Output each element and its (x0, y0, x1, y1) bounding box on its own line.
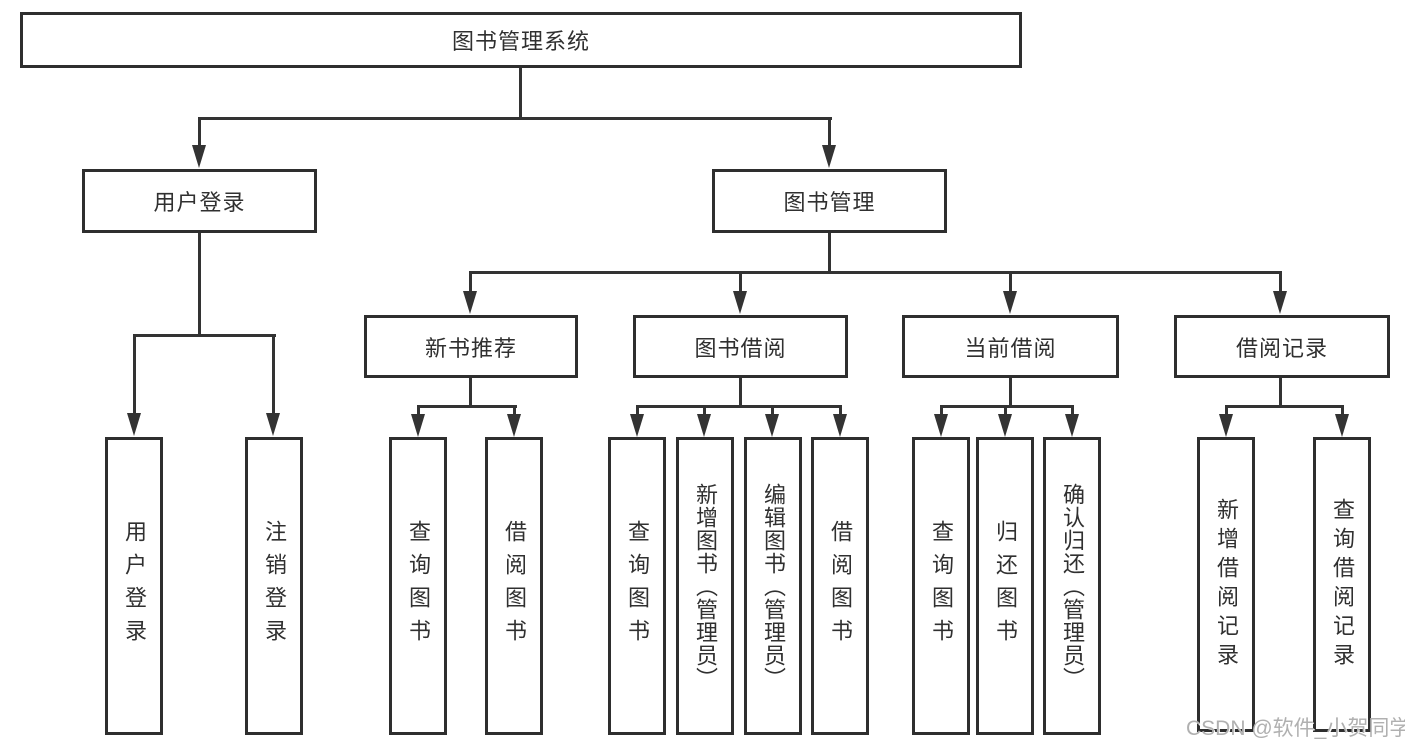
leaf-logout: 注销登录 (245, 437, 303, 735)
connector-to-recommend-query (417, 405, 420, 415)
connector-to-borrow-books (839, 405, 842, 415)
arrowhead-to-add-record-icon (1219, 414, 1233, 437)
connector-borrow-records-branch (1225, 405, 1344, 408)
connector-root-stem (519, 68, 522, 118)
leaf-user-login-label: 用户登录 (122, 520, 147, 652)
connector-to-current-query (940, 405, 943, 415)
connector-current-borrow-stem (1009, 378, 1012, 408)
connector-new-book-recommend-branch (417, 405, 517, 408)
connector-user-login-stem (198, 233, 201, 336)
leaf-query-borrow-record: 查询借阅记录 (1313, 437, 1371, 732)
connector-to-leaf-user-login (133, 334, 136, 414)
connector-to-edit-books (771, 405, 774, 415)
connector-book-borrow-stem (739, 378, 742, 408)
connector-to-query-record (1341, 405, 1344, 415)
connector-to-user-login (198, 117, 201, 146)
connector-book-management-branch (469, 271, 1282, 274)
arrowhead-to-recommend-query-icon (411, 414, 425, 437)
node-current-borrow-label: 当前借阅 (964, 335, 1057, 361)
connector-to-current-borrow (1009, 271, 1012, 292)
csdn-watermark: CSDN @软件_小贺同学 (1186, 717, 1405, 740)
leaf-current-query-books-label: 查询图书 (929, 520, 954, 652)
arrowhead-to-return-books-icon (998, 414, 1012, 437)
leaf-recommend-query-books: 查询图书 (389, 437, 447, 735)
arrowhead-to-borrow-records-icon (1273, 291, 1287, 314)
leaf-logout-label: 注销登录 (262, 520, 287, 652)
connector-to-add-record (1225, 405, 1228, 415)
leaf-user-login: 用户登录 (105, 437, 163, 735)
connector-to-return-books (1004, 405, 1007, 415)
leaf-recommend-borrow-books-label: 借阅图书 (502, 520, 527, 652)
node-borrow-records: 借阅记录 (1174, 315, 1390, 378)
node-new-book-recommend-label: 新书推荐 (424, 335, 517, 361)
node-borrow-records-label: 借阅记录 (1235, 335, 1328, 361)
leaf-add-borrow-record-label: 新增借阅记录 (1214, 497, 1239, 672)
leaf-return-books-label: 归还图书 (993, 520, 1018, 652)
connector-to-book-management (828, 117, 831, 146)
node-root-label: 图书管理系统 (451, 29, 590, 54)
connector-to-new-book-recommend (469, 271, 472, 292)
connector-to-add-books (703, 405, 706, 415)
leaf-confirm-return-admin: 确认归还（管理员） (1043, 437, 1101, 735)
leaf-edit-books-admin-label: 编辑图书（管理员） (761, 482, 786, 690)
connector-to-leaf-logout (272, 334, 275, 414)
arrowhead-to-user-login-icon (192, 145, 206, 168)
leaf-add-books-admin: 新增图书（管理员） (676, 437, 734, 735)
arrowhead-to-confirm-return-icon (1065, 414, 1079, 437)
arrowhead-to-add-books-icon (697, 414, 711, 437)
node-root: 图书管理系统 (20, 12, 1022, 68)
arrowhead-to-current-borrow-icon (1003, 291, 1017, 314)
leaf-borrow-books: 借阅图书 (811, 437, 869, 735)
arrowhead-to-book-management-icon (822, 145, 836, 168)
connector-to-book-borrow (739, 271, 742, 292)
connector-user-login-branch (133, 334, 276, 337)
leaf-borrow-query-books-label: 查询图书 (625, 520, 650, 652)
node-book-borrow: 图书借阅 (633, 315, 848, 378)
leaf-borrow-query-books: 查询图书 (608, 437, 666, 735)
leaf-current-query-books: 查询图书 (912, 437, 970, 735)
connector-to-confirm-return (1071, 405, 1074, 415)
connector-book-borrow-branch (636, 405, 842, 408)
leaf-add-borrow-record: 新增借阅记录 (1197, 437, 1255, 732)
arrowhead-to-book-borrow-icon (733, 291, 747, 314)
leaf-add-books-admin-label: 新增图书（管理员） (693, 482, 718, 690)
connector-root-branch (198, 117, 832, 120)
connector-to-borrow-records (1279, 271, 1282, 292)
leaf-return-books: 归还图书 (976, 437, 1034, 735)
connector-borrow-records-stem (1279, 378, 1282, 408)
leaf-query-borrow-record-label: 查询借阅记录 (1330, 497, 1355, 672)
arrowhead-to-recommend-borrow-icon (507, 414, 521, 437)
leaf-borrow-books-label: 借阅图书 (828, 520, 853, 652)
connector-current-borrow-branch (940, 405, 1074, 408)
node-user-login: 用户登录 (82, 169, 317, 233)
arrowhead-to-new-book-recommend-icon (463, 291, 477, 314)
connector-new-book-recommend-stem (469, 378, 472, 408)
arrowhead-to-query-record-icon (1335, 414, 1349, 437)
node-book-management: 图书管理 (712, 169, 947, 233)
connector-to-recommend-borrow (513, 405, 516, 415)
arrowhead-to-leaf-user-login-icon (127, 413, 141, 436)
connector-to-borrow-query (636, 405, 639, 415)
node-new-book-recommend: 新书推荐 (364, 315, 578, 378)
node-current-borrow: 当前借阅 (902, 315, 1119, 378)
connector-book-management-stem (828, 233, 831, 273)
node-user-login-label: 用户登录 (153, 190, 246, 215)
arrowhead-to-borrow-query-icon (630, 414, 644, 437)
leaf-edit-books-admin: 编辑图书（管理员） (744, 437, 802, 735)
leaf-recommend-borrow-books: 借阅图书 (485, 437, 543, 735)
leaf-recommend-query-books-label: 查询图书 (406, 520, 431, 652)
arrowhead-to-leaf-logout-icon (266, 413, 280, 436)
leaf-confirm-return-admin-label: 确认归还（管理员） (1060, 482, 1085, 690)
arrowhead-to-current-query-icon (934, 414, 948, 437)
node-book-management-label: 图书管理 (783, 190, 876, 215)
node-book-borrow-label: 图书借阅 (694, 335, 787, 361)
arrowhead-to-edit-books-icon (765, 414, 779, 437)
arrowhead-to-borrow-books-icon (833, 414, 847, 437)
